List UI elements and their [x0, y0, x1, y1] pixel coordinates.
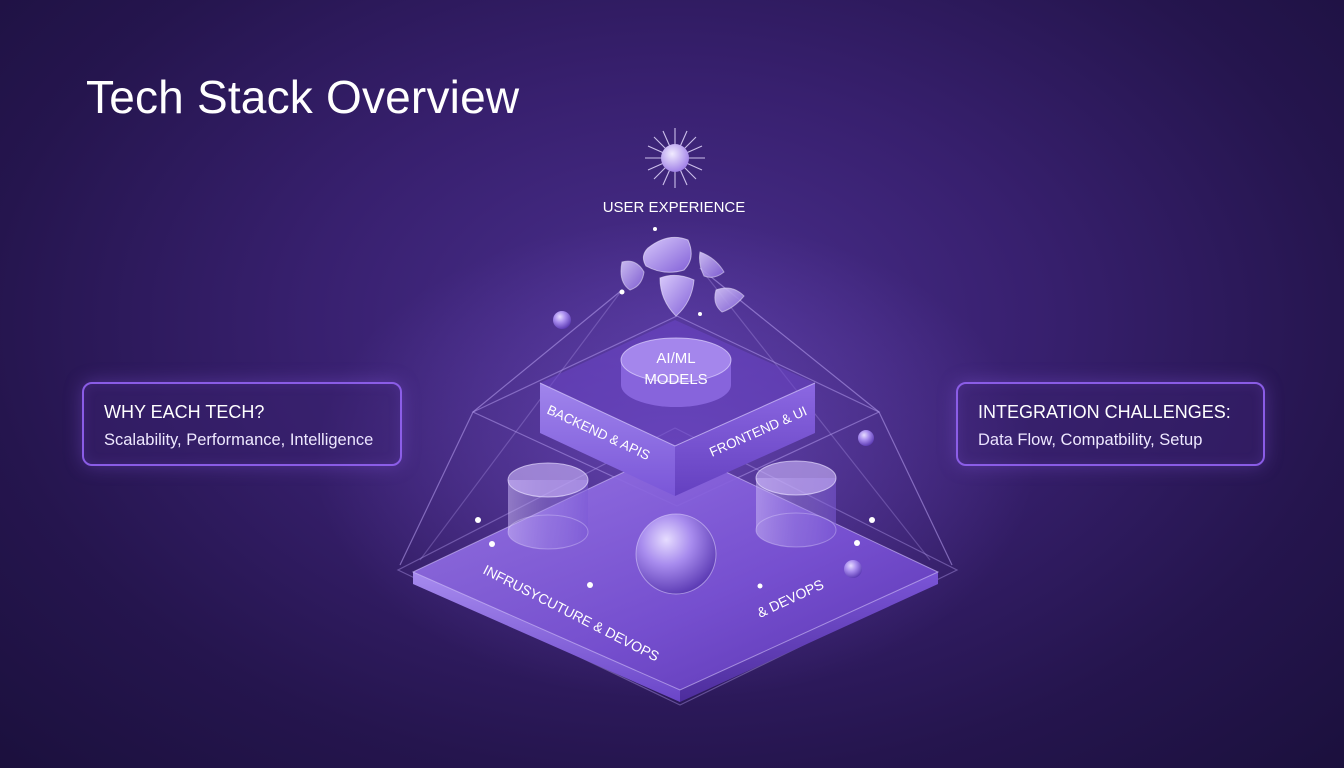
starburst-sun — [645, 128, 705, 188]
integration-challenges-heading: INTEGRATION CHALLENGES: — [978, 402, 1231, 422]
why-each-tech-text: Scalability, Performance, Intelligence — [104, 431, 374, 449]
center-sphere — [635, 513, 717, 595]
user-experience-label: USER EXPERIENCE — [603, 199, 746, 216]
page-title: Tech Stack Overview — [86, 71, 520, 123]
left-cylinder — [507, 462, 589, 550]
right-cylinder — [755, 460, 837, 548]
crystal-cluster — [620, 236, 745, 317]
ai-ml-label-line1: AI/ML — [656, 350, 695, 367]
ai-ml-label-line2: MODELS — [644, 371, 707, 388]
connector-dots — [475, 227, 875, 589]
floating-orbs — [553, 311, 874, 578]
why-each-tech-heading: WHY EACH TECH? — [104, 402, 265, 422]
ai-ml-disc: AI/ML MODELS — [620, 337, 732, 407]
